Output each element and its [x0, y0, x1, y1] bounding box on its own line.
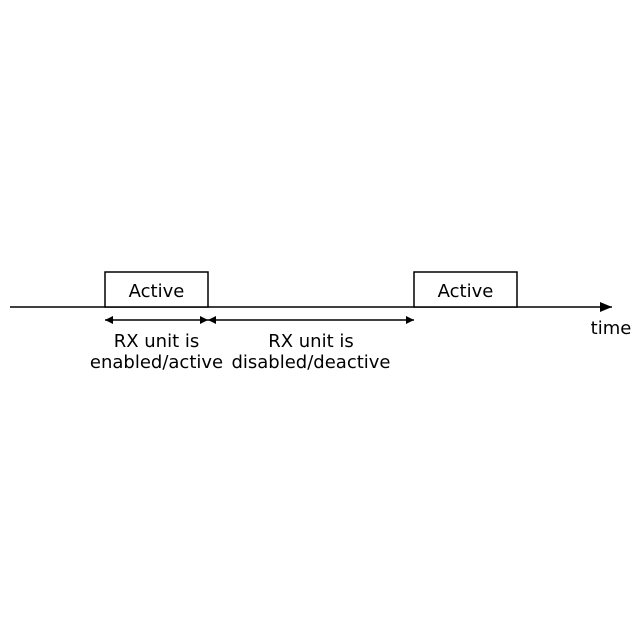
enabled-caption-line2: enabled/active — [90, 352, 223, 373]
disabled-caption-line2: disabled/deactive — [231, 352, 390, 373]
enabled-span-caption: RX unit is enabled/active — [90, 331, 223, 373]
active-pulse-1: Active — [105, 272, 208, 307]
pulse-label-1: Active — [129, 281, 185, 302]
time-axis-label: time — [591, 318, 632, 339]
disabled-span-caption: RX unit is disabled/deactive — [231, 331, 390, 373]
active-pulse-2: Active — [414, 272, 517, 307]
disabled-caption-line1: RX unit is — [268, 331, 354, 352]
enabled-caption-line1: RX unit is — [114, 331, 200, 352]
pulse-label-2: Active — [438, 281, 494, 302]
